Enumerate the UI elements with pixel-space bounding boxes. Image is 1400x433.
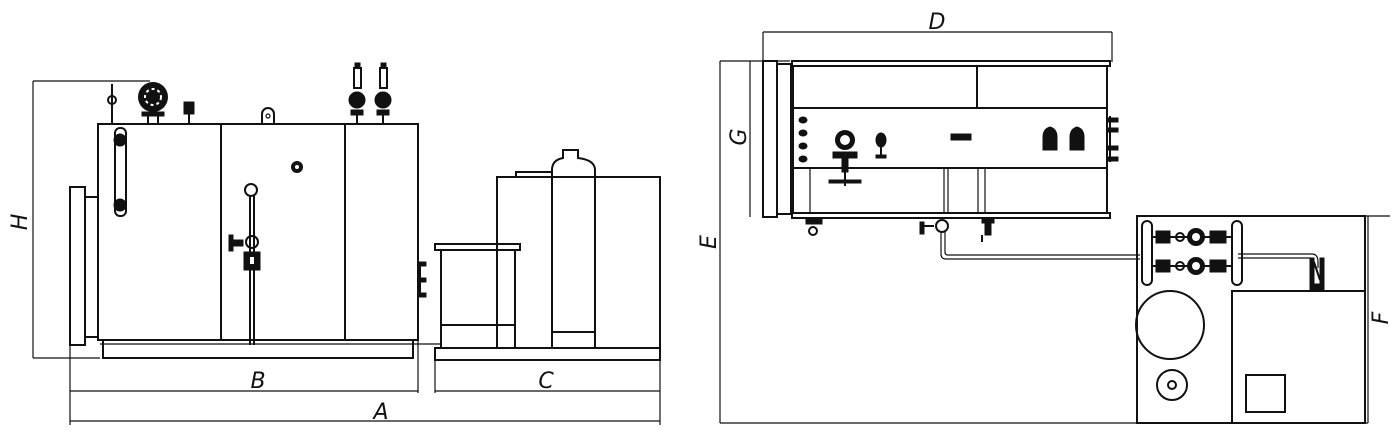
lifting-lug-icon bbox=[950, 133, 972, 141]
feed-pipe bbox=[1238, 253, 1319, 268]
burner-flange bbox=[69, 186, 86, 346]
connection-stubs bbox=[1107, 116, 1119, 162]
feed-valve-icon bbox=[228, 183, 261, 345]
dimension-a: A bbox=[70, 400, 660, 425]
top-view: D E G bbox=[697, 10, 1394, 424]
water-tank-top bbox=[1231, 290, 1366, 424]
tank-hatch bbox=[1245, 374, 1286, 413]
dimension-f: F bbox=[1365, 215, 1394, 423]
dimension-label-f: F bbox=[1369, 311, 1394, 324]
drain-valve-icon bbox=[805, 217, 823, 236]
flange-plate bbox=[84, 196, 99, 338]
flange-plate bbox=[776, 63, 792, 215]
small-valve-icon bbox=[107, 84, 117, 124]
dimension-b: B bbox=[69, 340, 419, 425]
boiler-body bbox=[97, 123, 419, 341]
gauge-icon bbox=[875, 132, 887, 159]
blowdown-valve-icon bbox=[919, 219, 949, 235]
dimension-label-d: D bbox=[929, 10, 946, 35]
salt-tank bbox=[440, 249, 516, 349]
lug-hole bbox=[265, 113, 271, 119]
dimension-e: E bbox=[697, 60, 1368, 424]
treatment-area bbox=[1136, 215, 1366, 424]
pump-icon bbox=[138, 82, 168, 124]
softener-cylinder bbox=[551, 149, 596, 349]
dimension-c: C bbox=[434, 360, 661, 425]
treatment-base bbox=[434, 347, 661, 361]
salt-tank-hole bbox=[1167, 380, 1177, 390]
dimension-label-b: B bbox=[250, 369, 265, 394]
safety-valve-icon bbox=[1042, 126, 1085, 151]
dimension-label-e: E bbox=[697, 235, 722, 249]
boiler-top bbox=[792, 65, 1108, 214]
tank-lid bbox=[515, 171, 553, 178]
check-valve-icon bbox=[981, 217, 995, 242]
gauge-icon bbox=[291, 161, 303, 173]
strainer-icon bbox=[1309, 257, 1325, 291]
connection-dots bbox=[798, 116, 808, 163]
pump-icon bbox=[1155, 228, 1227, 246]
side-view: H bbox=[8, 62, 661, 425]
boiler-base bbox=[102, 339, 414, 359]
pump-icon bbox=[1155, 257, 1227, 275]
safety-valve-icon bbox=[348, 62, 366, 124]
salt-tank-top bbox=[1156, 369, 1188, 401]
lifting-lug-icon bbox=[261, 107, 275, 124]
pump-manifold bbox=[1141, 220, 1243, 286]
dimension-d: D bbox=[762, 10, 1113, 62]
connection-stubs bbox=[417, 261, 427, 298]
safety-valve-icon bbox=[374, 62, 392, 124]
feed-pipe bbox=[940, 232, 1140, 260]
dimension-label-a: A bbox=[371, 400, 388, 425]
pump-icon bbox=[828, 130, 862, 186]
water-tank bbox=[496, 176, 661, 349]
dimension-g: G bbox=[727, 61, 752, 217]
sight-glass-icon bbox=[113, 127, 127, 217]
dimension-label-c: C bbox=[538, 369, 554, 394]
burner-flange bbox=[762, 60, 778, 218]
pressure-switch-icon bbox=[183, 101, 195, 124]
dimension-label-g: G bbox=[727, 128, 752, 145]
dimension-label-h: H bbox=[8, 214, 33, 231]
softener-tank-top bbox=[1135, 290, 1205, 360]
dimension-h: H bbox=[8, 80, 150, 359]
